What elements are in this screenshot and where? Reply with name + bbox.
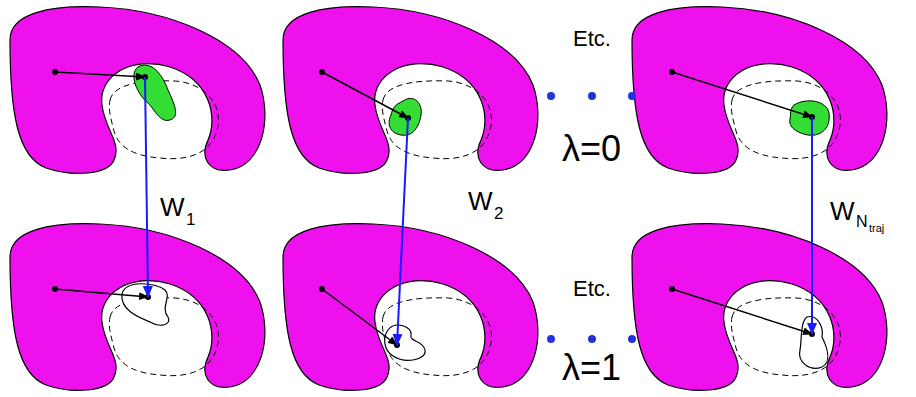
region <box>283 224 538 391</box>
weight-subscript: N <box>856 214 868 230</box>
blob <box>122 284 169 325</box>
ellipsis-dot <box>547 92 555 100</box>
panel <box>10 224 265 391</box>
ellipsis-text: Etc. <box>573 278 611 300</box>
lambda-label: λ=1 <box>562 350 621 386</box>
blob <box>134 65 176 120</box>
panel <box>283 7 538 174</box>
panel <box>632 224 887 391</box>
weight-subscript: 2 <box>494 205 503 222</box>
weight-label: W <box>830 198 855 224</box>
weight-label: W <box>160 194 185 220</box>
mapping-arrow <box>145 77 148 297</box>
mapping-arrow <box>397 118 408 345</box>
ellipsis-text: Etc. <box>573 28 611 50</box>
region <box>10 7 265 174</box>
arrow <box>672 289 812 334</box>
arrow <box>55 289 148 297</box>
ellipsis-dot <box>628 335 636 343</box>
panel <box>283 224 538 391</box>
blob <box>790 101 830 135</box>
ellipsis-dot <box>547 335 555 343</box>
blob <box>800 317 828 369</box>
weight-subscript: 1 <box>186 211 195 228</box>
ellipsis-dot <box>588 335 596 343</box>
dashed-contour <box>731 81 840 159</box>
ellipsis-dot <box>628 92 636 100</box>
weight-label: W <box>468 188 493 214</box>
region <box>632 224 887 391</box>
arrow <box>55 72 145 77</box>
lambda-label: λ=0 <box>562 131 621 167</box>
blob <box>385 325 425 360</box>
arrow <box>672 72 812 117</box>
region <box>283 7 538 174</box>
dashed-contour <box>731 298 840 376</box>
weight-subscript: traj <box>869 223 884 234</box>
arrow <box>322 289 397 345</box>
panel <box>632 7 887 174</box>
region <box>632 7 887 174</box>
dashed-contour <box>382 81 491 159</box>
arrow <box>322 72 408 118</box>
region <box>10 224 265 391</box>
ellipsis-dot <box>588 92 596 100</box>
mapping-arrow <box>811 117 813 334</box>
panel <box>10 7 265 174</box>
